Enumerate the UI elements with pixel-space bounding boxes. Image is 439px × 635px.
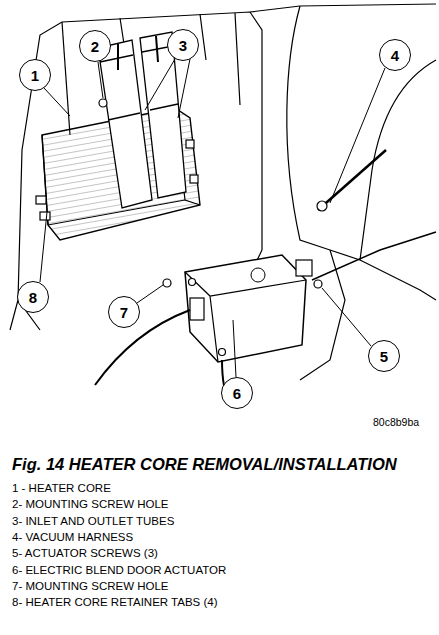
actuator-screw xyxy=(314,280,322,288)
figure-caption: Fig. 14 HEATER CORE REMOVAL/INSTALLATION xyxy=(12,455,397,475)
leader-line xyxy=(44,88,70,116)
actuator-screw xyxy=(189,279,323,356)
callout-circle: 8 xyxy=(17,281,49,313)
hvac-housing xyxy=(22,12,262,250)
blend-door-actuator xyxy=(185,255,312,362)
legend-item: 3- INLET AND OUTLET TUBES xyxy=(12,515,174,529)
callout-circle: 1 xyxy=(19,59,51,91)
retainer-tab xyxy=(186,140,194,148)
drawing-code: 80c8b9ba xyxy=(373,416,419,429)
inlet-outlet-tubes xyxy=(118,36,158,70)
callout-number: 3 xyxy=(179,38,187,53)
legend-item: 1 - HEATER CORE xyxy=(12,482,111,496)
callout-number: 7 xyxy=(120,305,128,320)
leader-line xyxy=(98,62,103,98)
retainer-tab xyxy=(36,196,46,204)
callout-circle: 2 xyxy=(79,30,111,62)
vacuum-harness xyxy=(317,201,327,211)
leader-line xyxy=(40,59,385,377)
vacuum-harness xyxy=(312,150,436,280)
leader-line xyxy=(145,59,190,118)
callout-number: 6 xyxy=(233,386,241,401)
legend-item: 7- MOUNTING SCREW HOLE xyxy=(12,580,169,594)
actuator-screw xyxy=(219,349,226,356)
hvac-housing xyxy=(330,60,436,260)
legend-item: 6- ELECTRIC BLEND DOOR ACTUATOR xyxy=(12,564,226,578)
legend-item: 8- HEATER CORE RETAINER TABS (4) xyxy=(12,596,218,610)
leader-line xyxy=(40,212,47,282)
leader-line xyxy=(137,285,163,303)
hvac-housing xyxy=(62,22,70,135)
inlet-outlet-tubes xyxy=(98,32,186,208)
legend-item: 5- ACTUATOR SCREWS (3) xyxy=(12,547,158,561)
callout-circle: 6 xyxy=(221,377,253,409)
blend-door-actuator xyxy=(185,272,306,362)
actuator-wiring xyxy=(95,310,190,385)
blend-door-actuator xyxy=(190,298,204,320)
legend-item: 4- VACUUM HARNESS xyxy=(12,531,133,545)
hvac-housing xyxy=(250,4,436,12)
callout-circle: 7 xyxy=(108,296,140,328)
vacuum-harness xyxy=(318,150,386,210)
callout-circle: 5 xyxy=(368,340,400,372)
mounting-screw-hole xyxy=(99,99,171,287)
retainer-tab xyxy=(40,212,50,220)
callout-number: 5 xyxy=(380,349,388,364)
callout-circle: 3 xyxy=(167,29,199,61)
leader-line xyxy=(330,68,385,203)
callout-number: 1 xyxy=(31,68,39,83)
heater-core xyxy=(48,200,185,225)
callout-number: 2 xyxy=(91,39,99,54)
retainer-tab xyxy=(190,175,198,183)
legend-item: 2- MOUNTING SCREW HOLE xyxy=(12,498,169,512)
leader-line xyxy=(322,288,371,346)
leader-line xyxy=(233,320,236,377)
hvac-housing xyxy=(10,4,436,380)
mounting-screw-hole xyxy=(99,99,107,107)
hvac-housing xyxy=(287,6,330,250)
mounting-screw-hole xyxy=(163,279,171,287)
callout-number: 8 xyxy=(29,290,37,305)
inlet-outlet-tubes xyxy=(100,46,178,120)
callout-circle: 4 xyxy=(379,39,411,71)
callout-number: 4 xyxy=(391,48,399,63)
blend-door-actuator xyxy=(251,268,265,282)
blend-door-actuator xyxy=(185,255,306,362)
vacuum-harness xyxy=(312,232,436,280)
blend-door-actuator xyxy=(296,260,312,276)
actuator-screw xyxy=(189,279,196,286)
hvac-housing xyxy=(360,260,436,300)
